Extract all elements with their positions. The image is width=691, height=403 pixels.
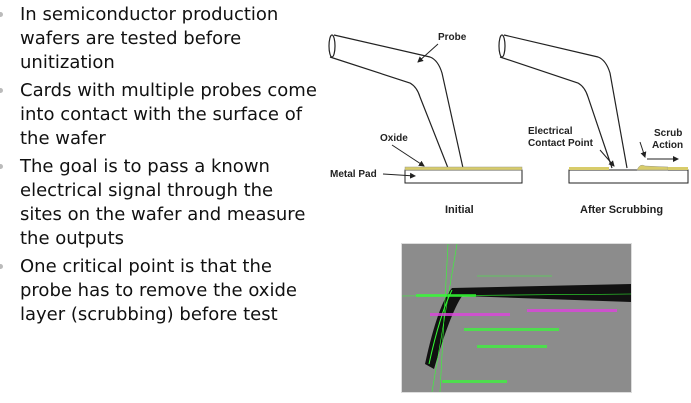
bullet-item: In semiconductor production wafers are t… bbox=[0, 3, 320, 75]
initial-caption: Initial bbox=[445, 204, 474, 216]
bullet-item: Cards with multiple probes come into con… bbox=[0, 79, 320, 151]
oxide-layer-after-right bbox=[668, 167, 688, 170]
probe-photo-image bbox=[401, 243, 632, 393]
oxide-label: Oxide bbox=[380, 133, 408, 144]
contact-arrow bbox=[599, 149, 615, 167]
contact-label-line1: Electrical bbox=[528, 126, 573, 137]
metal-pad-label: Metal Pad bbox=[330, 169, 377, 180]
probe-arrow bbox=[417, 43, 439, 63]
metal-pad-initial bbox=[404, 169, 523, 184]
probe-after bbox=[498, 34, 628, 169]
scrub-label-line2: Action bbox=[652, 140, 683, 151]
probe-microscope-photo bbox=[401, 243, 632, 393]
oxide-arrow bbox=[391, 144, 425, 167]
probe-label: Probe bbox=[438, 32, 467, 43]
bullet-item: The goal is to pass a known electrical s… bbox=[0, 155, 320, 251]
bullet-item: One critical point is that the probe has… bbox=[0, 255, 320, 327]
scrub-label-line1: Scrub bbox=[654, 128, 682, 139]
contact-label-line2: Contact Point bbox=[528, 138, 594, 149]
probe-initial bbox=[328, 34, 464, 169]
oxide-layer-initial bbox=[404, 166, 523, 171]
scrubbed-oxide-pile bbox=[636, 164, 669, 171]
oxide-layer-after-left bbox=[569, 167, 609, 170]
scrubbing-diagram: Probe Oxide Metal Pad Initial Electrical… bbox=[328, 32, 689, 216]
bullet-list: In semiconductor production wafers are t… bbox=[0, 3, 320, 331]
metal-pad-arrow bbox=[382, 172, 416, 179]
metal-pad-after bbox=[568, 169, 689, 184]
scrub-down-arrow bbox=[639, 141, 647, 158]
after-scrubbing-caption: After Scrubbing bbox=[580, 204, 663, 216]
